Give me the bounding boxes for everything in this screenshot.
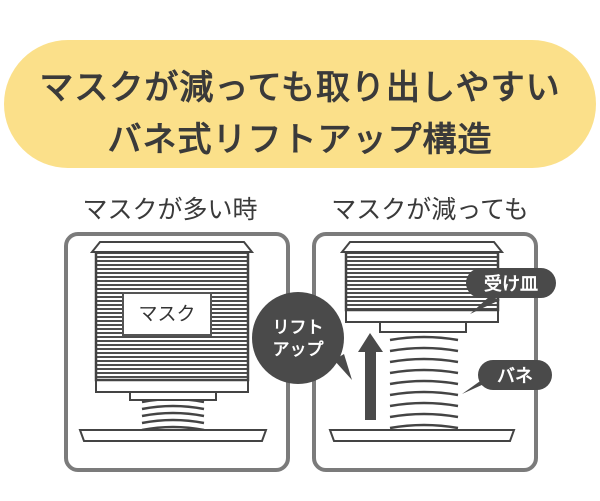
right-lid: [339, 241, 505, 253]
headline-banner: [4, 40, 596, 168]
spring-label-tag: バネ: [462, 360, 552, 394]
lift-up-text-1: リフト: [273, 318, 324, 338]
right-spring: [388, 334, 460, 430]
svg-text:バネ: バネ: [497, 366, 533, 387]
left-caption: マスクが多い時: [82, 195, 258, 224]
left-spring: [140, 396, 206, 432]
svg-text:受け皿: 受け皿: [484, 273, 538, 295]
lift-up-callout: リフト アップ: [252, 292, 352, 384]
lift-up-arrow-icon: [358, 333, 383, 420]
left-base-tray: [78, 429, 268, 442]
right-holder-tray: [345, 309, 499, 323]
tray-label-tag: 受け皿: [466, 268, 556, 314]
mask-label: マスク: [122, 292, 212, 336]
headline-line-1: マスクが減っても取り出しやすい: [39, 68, 561, 108]
left-lid: [89, 241, 255, 253]
left-device: [78, 241, 268, 442]
headline-line-2: バネ式リフトアップ構造: [107, 120, 493, 160]
right-base-tray: [328, 429, 516, 442]
right-caption: マスクが減っても: [331, 195, 529, 224]
lift-up-text-2: アップ: [273, 339, 325, 360]
left-holder-tray: [95, 379, 249, 393]
